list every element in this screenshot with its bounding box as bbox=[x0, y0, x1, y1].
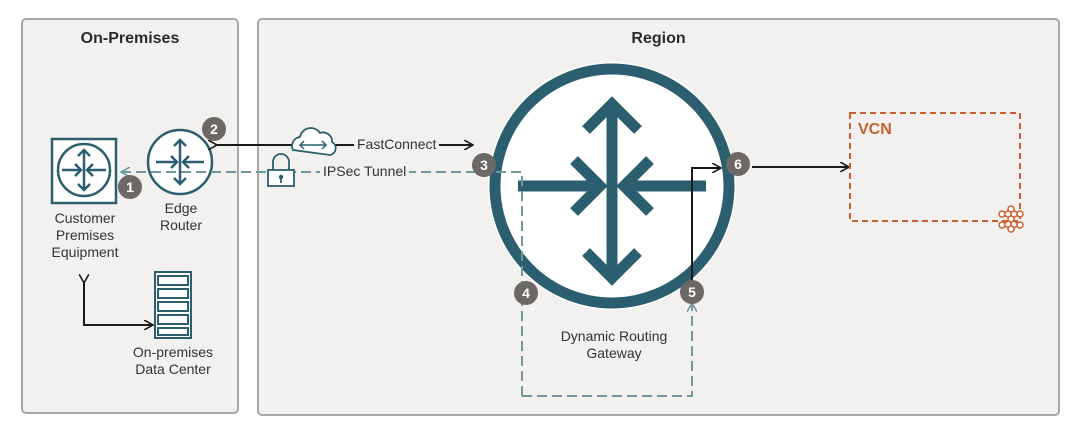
svg-text:5: 5 bbox=[688, 284, 696, 300]
cloud-icon bbox=[291, 127, 337, 156]
vcn-box bbox=[849, 112, 1021, 222]
region-title: Region bbox=[631, 30, 686, 47]
drg-icon bbox=[488, 62, 736, 310]
vcn-label: VCN bbox=[858, 121, 892, 138]
edge-router-label: Edge Router bbox=[159, 200, 203, 233]
step-badge-5: 5 bbox=[680, 280, 704, 304]
svg-text:3: 3 bbox=[480, 157, 488, 173]
data-center-icon bbox=[154, 271, 192, 339]
ipsec-return-line bbox=[522, 304, 692, 397]
lock-icon bbox=[267, 153, 295, 187]
data-center-label: On-premises Data Center bbox=[132, 344, 214, 377]
cpe-datacenter-connector bbox=[84, 282, 152, 325]
cpe-icon bbox=[50, 137, 118, 205]
svg-text:2: 2 bbox=[210, 121, 218, 137]
edge-router-icon bbox=[146, 128, 214, 196]
fastconnect-label: FastConnect bbox=[354, 136, 440, 153]
drg-internal-route bbox=[691, 168, 720, 288]
step-badge-1: 1 bbox=[118, 175, 142, 199]
step-badge-2: 2 bbox=[202, 117, 226, 141]
on-premises-panel: On-Premises bbox=[21, 18, 239, 414]
drg-label: Dynamic Routing Gateway bbox=[560, 328, 668, 361]
step-badge-4: 4 bbox=[514, 281, 538, 305]
step-badge-3: 3 bbox=[472, 153, 496, 177]
on-premises-title: On-Premises bbox=[80, 30, 180, 47]
step-badge-6: 6 bbox=[726, 152, 750, 176]
svg-text:6: 6 bbox=[734, 156, 742, 172]
ipsec-tunnel-label: IPSec Tunnel bbox=[320, 163, 410, 180]
vcn-network-icon bbox=[998, 205, 1024, 233]
svg-text:4: 4 bbox=[522, 285, 530, 301]
cpe-label: Customer Premises Equipment bbox=[51, 210, 119, 260]
svg-text:1: 1 bbox=[126, 179, 134, 195]
